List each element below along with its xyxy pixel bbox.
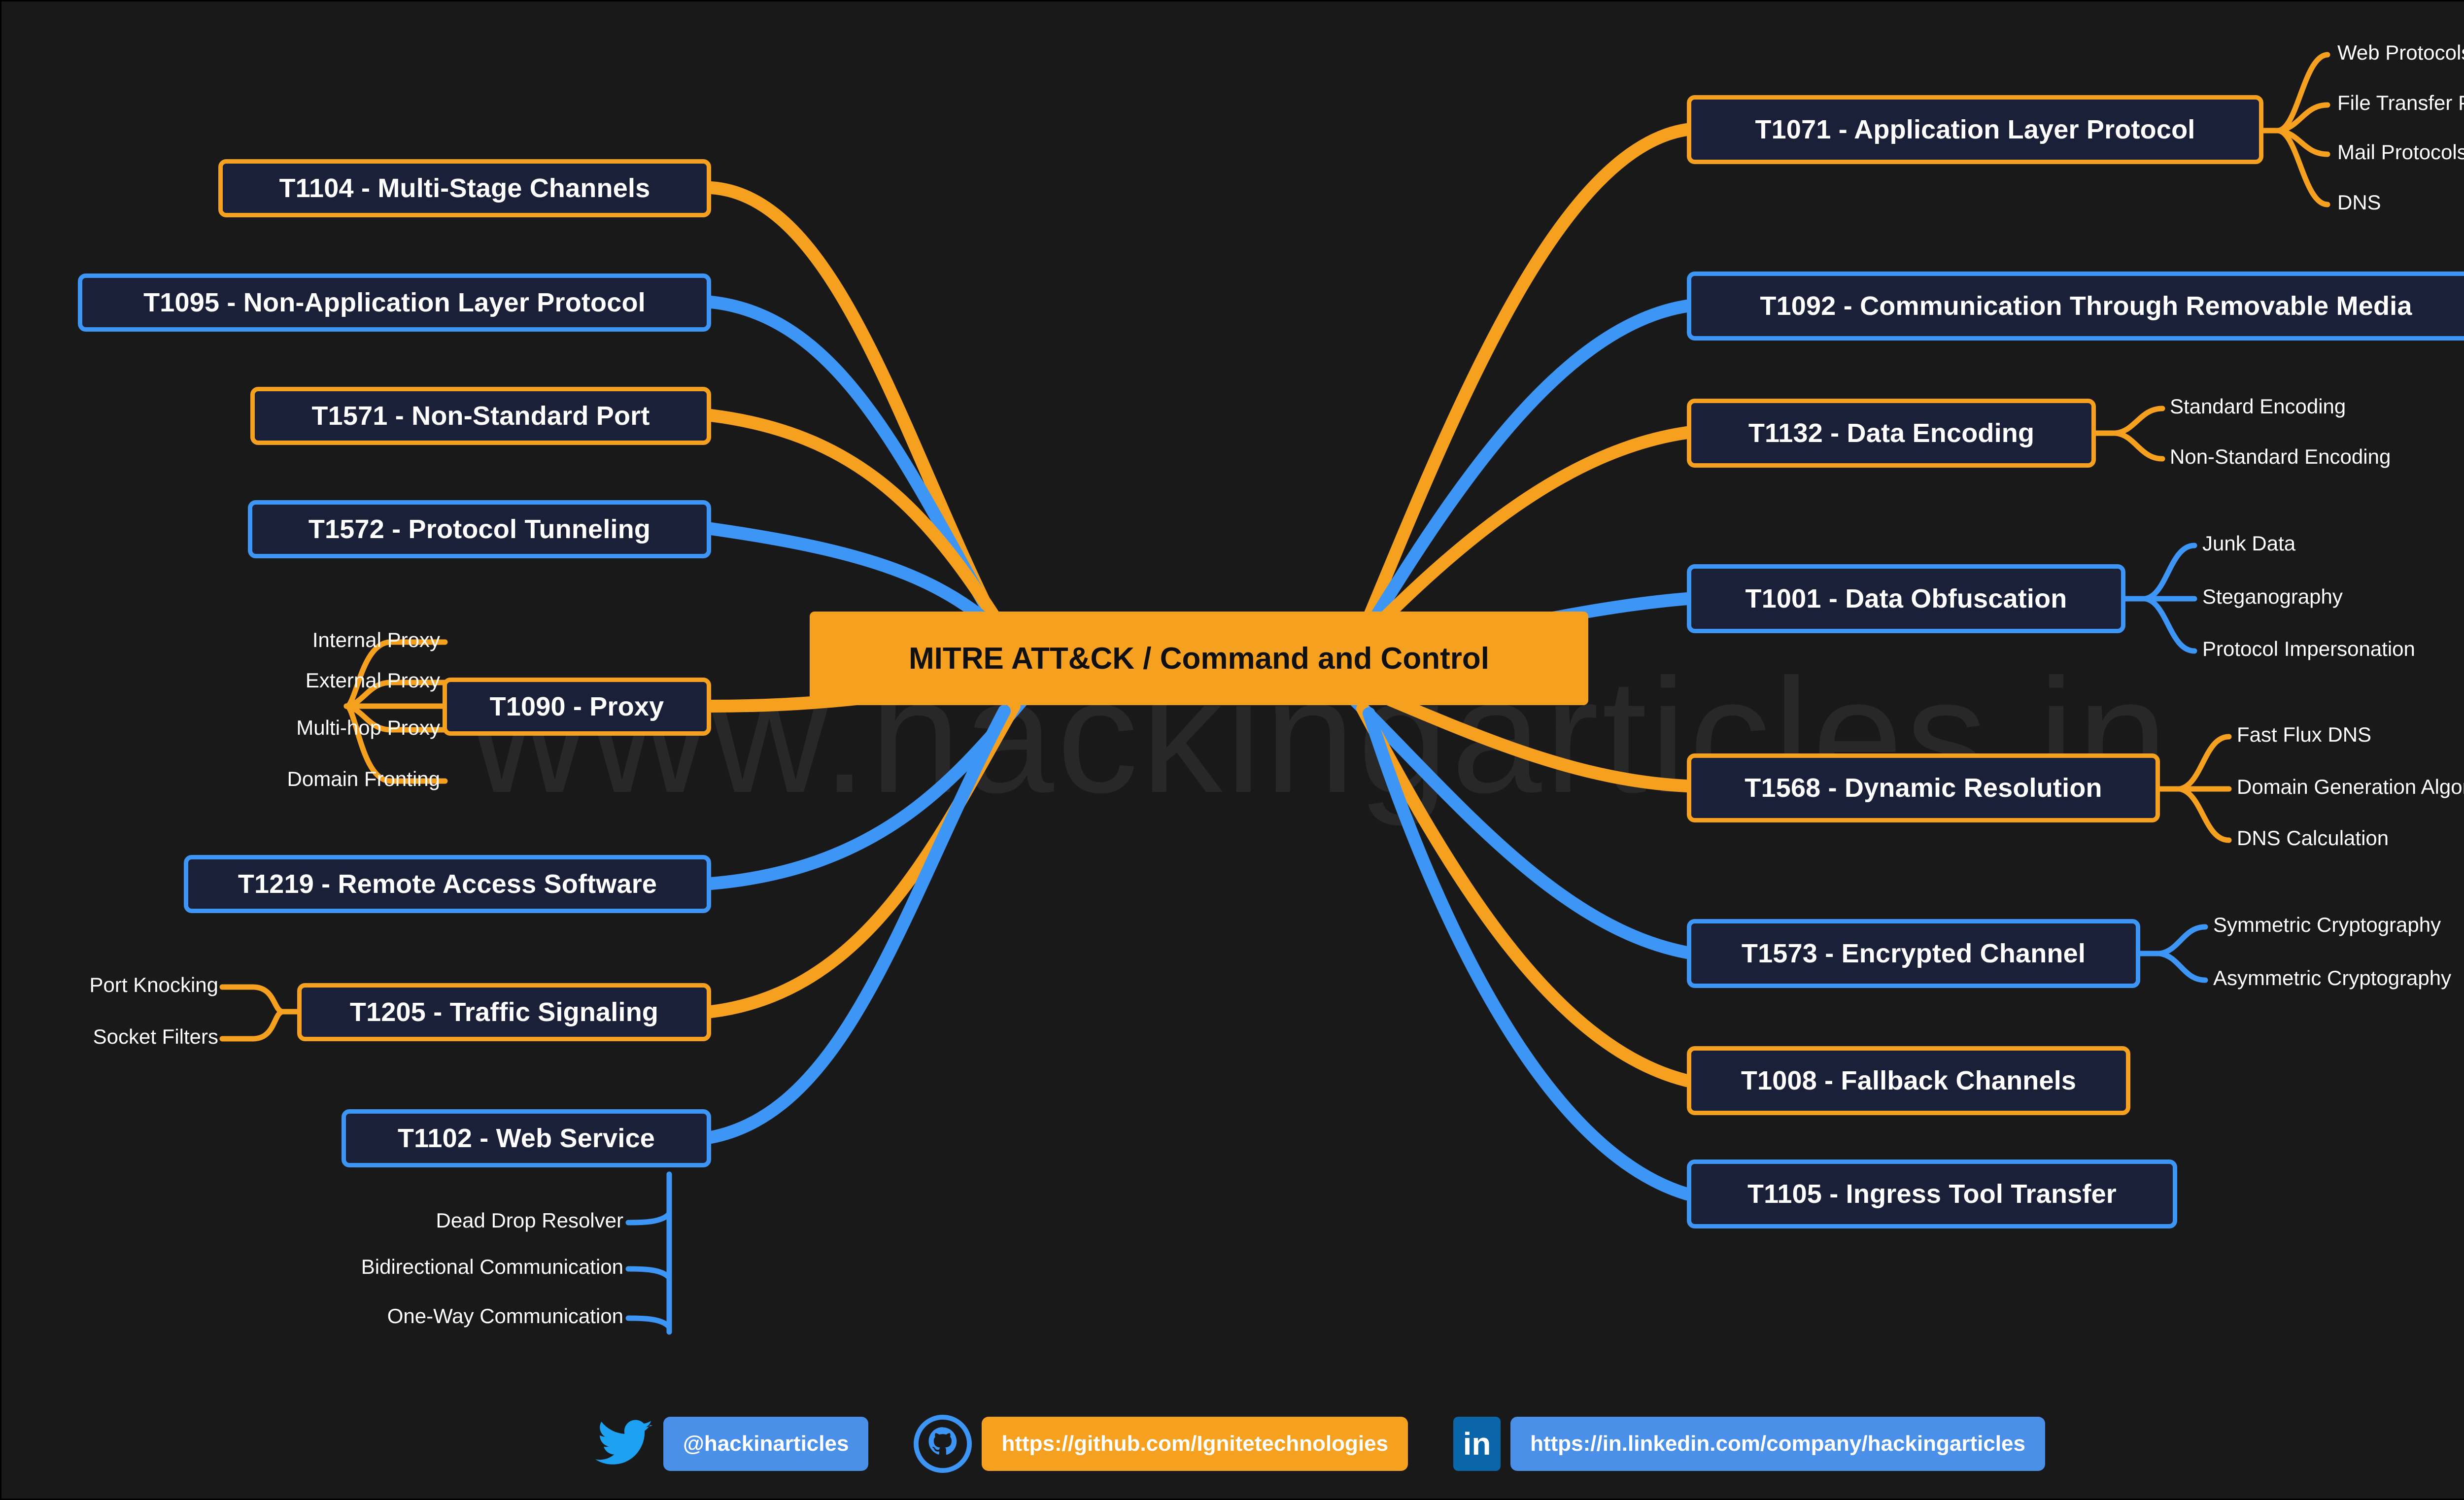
sublink-symmetric (2157, 924, 2208, 956)
sublink-dead-drop (625, 1211, 672, 1226)
github-group[interactable]: https://github.com/Ignitetechnologies (914, 1415, 1408, 1473)
node-t1008[interactable]: T1008 - Fallback Channels (1687, 1046, 2130, 1115)
sublink-dns (2275, 128, 2330, 207)
link-t1102 (705, 705, 1011, 1144)
node-t1205[interactable]: T1205 - Traffic Signaling (297, 983, 711, 1041)
sublink-web-protocols (2275, 52, 2330, 134)
sublabel-fast-flux-dns: Fast Flux DNS (2237, 723, 2372, 746)
node-t1095[interactable]: T1095 - Non-Application Layer Protocol (78, 273, 711, 332)
link-t1219 (705, 695, 1028, 890)
link-t1092 (1350, 300, 1693, 654)
sublabel-external-proxy: External Proxy (305, 669, 440, 692)
node-t1090[interactable]: T1090 - Proxy (443, 678, 711, 736)
node-t1102[interactable]: T1102 - Web Service (342, 1109, 711, 1167)
sublabel-dns: DNS (2337, 191, 2381, 214)
sublabel-socket-filters: Socket Filters (93, 1025, 218, 1048)
node-t1572[interactable]: T1572 - Protocol Tunneling (248, 500, 711, 558)
node-t1105[interactable]: T1105 - Ingress Tool Transfer (1687, 1159, 2177, 1228)
sublabel-dead-drop-resolver: Dead Drop Resolver (436, 1209, 623, 1232)
twitter-bird-icon (595, 1419, 653, 1468)
link-t1573 (1349, 695, 1693, 959)
sublink-fast-flux (2177, 734, 2232, 792)
sublabel-non-standard-encoding: Non-Standard Encoding (2170, 445, 2391, 468)
sublabel-domain-fronting: Domain Fronting (287, 767, 440, 790)
sublink-socket-filters (219, 1009, 285, 1042)
sublabel-domain-generation-algorithms: Domain Generation Algorithms (2237, 775, 2464, 798)
sublabel-symmetric-cryptography: Symmetric Cryptography (2213, 913, 2441, 936)
sublabel-web-protocols: Web Protocols (2337, 41, 2464, 64)
sublink-mail-protocols (2275, 128, 2330, 157)
sublabel-internal-proxy: Internal Proxy (312, 628, 440, 651)
node-t1568[interactable]: T1568 - Dynamic Resolution (1687, 753, 2160, 822)
node-t1104[interactable]: T1104 - Multi-Stage Channels (218, 159, 711, 217)
sublink-bidirectional (625, 1266, 672, 1281)
sublabel-file-transfer-protocols: File Transfer Protocols (2337, 91, 2464, 114)
sublink-protocol-impersonation (2142, 596, 2197, 654)
sublabel-mail-protocols: Mail Protocols (2337, 140, 2464, 164)
node-t1132[interactable]: T1132 - Data Encoding (1687, 399, 2096, 468)
sublabel-asymmetric-cryptography: Asymmetric Cryptography (2213, 966, 2452, 989)
node-t1071[interactable]: T1071 - Application Layer Protocol (1687, 95, 2263, 164)
github-url-badge[interactable]: https://github.com/Ignitetechnologies (982, 1417, 1408, 1471)
linkedin-url-badge[interactable]: https://in.linkedin.com/company/hackinga… (1510, 1417, 2045, 1471)
link-t1095 (705, 296, 1016, 653)
node-t1573[interactable]: T1573 - Encrypted Channel (1687, 919, 2140, 988)
github-cat-icon (914, 1415, 972, 1473)
link-t1205 (705, 700, 1021, 1018)
sublabel-standard-encoding: Standard Encoding (2170, 395, 2346, 418)
node-t1092[interactable]: T1092 - Communication Through Removable … (1687, 272, 2464, 341)
sublink-port-knocking (219, 984, 285, 1015)
twitter-handle-badge[interactable]: @hackinarticles (663, 1417, 869, 1471)
sublabel-port-knocking: Port Knocking (89, 973, 218, 996)
linkedin-group[interactable]: in https://in.linkedin.com/company/hacki… (1453, 1417, 2045, 1471)
sublink-nonstandard-encoding (2113, 430, 2165, 462)
center-node[interactable]: MITRE ATT&CK / Command and Control (810, 612, 1588, 705)
sublink-asymmetric (2157, 951, 2208, 983)
sublink-one-way (625, 1315, 672, 1330)
node-t1571[interactable]: T1571 - Non-Standard Port (250, 387, 711, 445)
sublink-standard-encoding (2113, 406, 2165, 436)
sublink-dns-calc (2177, 786, 2232, 843)
sublabel-protocol-impersonation: Protocol Impersonation (2202, 637, 2415, 660)
sublabel-one-way-communication: One-Way Communication (387, 1304, 623, 1328)
sublabel-junk-data: Junk Data (2202, 532, 2296, 555)
link-t1105 (1363, 707, 1693, 1200)
sublabel-steganography: Steganography (2202, 585, 2343, 608)
social-footer: @hackinarticles https://github.com/Ignit… (1, 1415, 2464, 1473)
link-t1104 (705, 181, 1008, 644)
link-t1008 (1356, 702, 1693, 1087)
twitter-group[interactable]: @hackinarticles (595, 1417, 869, 1471)
linkedin-in-icon: in (1453, 1417, 1501, 1471)
sublabel-dns-calculation: DNS Calculation (2237, 826, 2389, 850)
sublink-file-transfer (2275, 102, 2330, 134)
sublabel-multihop-proxy: Multi-hop Proxy (296, 716, 440, 739)
node-t1001[interactable]: T1001 - Data Obfuscation (1687, 564, 2125, 633)
node-t1219[interactable]: T1219 - Remote Access Software (184, 855, 711, 913)
sublabel-bidirectional-communication: Bidirectional Communication (361, 1255, 623, 1278)
link-t1071 (1355, 123, 1693, 641)
sublink-junk-data (2142, 543, 2197, 602)
